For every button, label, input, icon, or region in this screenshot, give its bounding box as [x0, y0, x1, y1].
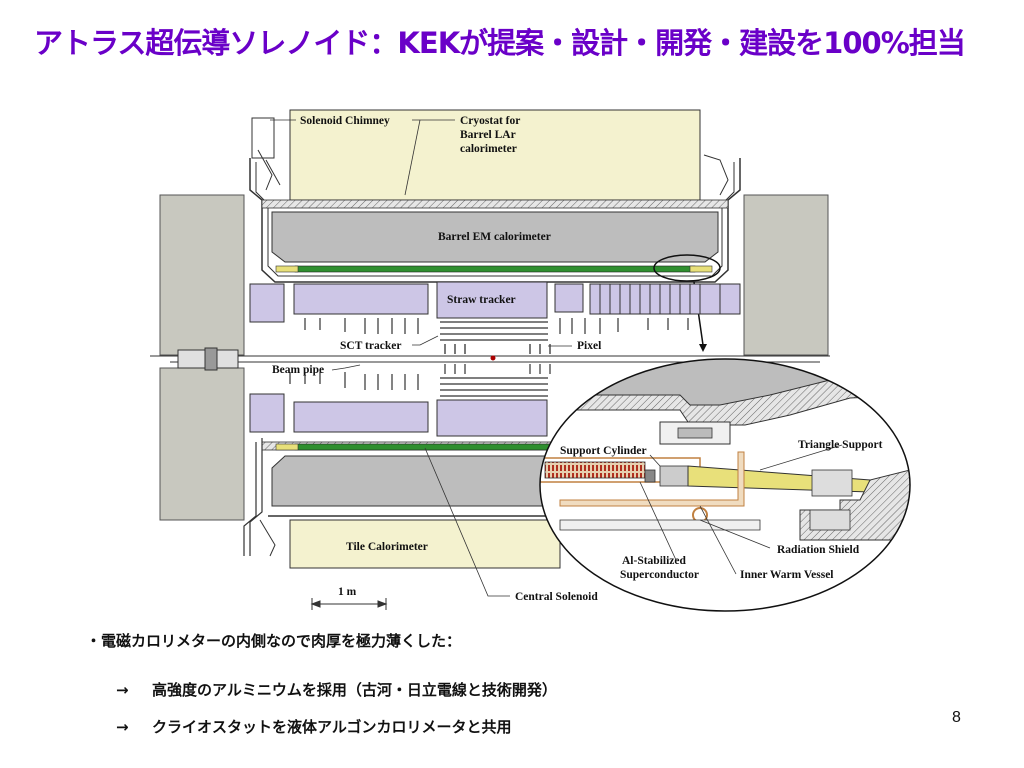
scale-bar — [310, 598, 388, 610]
label-solenoid-chimney: Solenoid Chimney — [300, 115, 390, 127]
label-tile-calorimeter: Tile Calorimeter — [346, 541, 428, 553]
label-straw-tracker: Straw tracker — [447, 294, 516, 306]
zoom-detail-circle — [539, 358, 911, 612]
solenoid-coil-upper — [294, 265, 696, 273]
label-scale: 1 m — [338, 586, 357, 598]
slide-title: アトラス超伝導ソレノイド：KEKが提案・設計・開発・建設を100%担当 — [34, 26, 966, 60]
label-cryostat-2: Barrel LAr — [460, 129, 516, 141]
bullet-sub-1: → 高強度のアルミニウムを採用（古河・日立電線と技術開発） — [116, 679, 557, 700]
arrow-icon: → — [116, 681, 129, 699]
arrow-icon: → — [116, 718, 129, 736]
barrel-em-calorimeter — [271, 211, 719, 263]
label-barrel-em: Barrel EM calorimeter — [438, 231, 551, 243]
bullet-sub-1-text: 高強度のアルミニウムを採用（古河・日立電線と技術開発） — [152, 681, 557, 699]
zoom-highlight-ellipse — [653, 254, 721, 282]
inner-detector-lower — [249, 393, 548, 437]
inner-detector-upper — [249, 281, 741, 323]
endcap-right-upper — [743, 194, 829, 356]
label-beam-pipe: Beam pipe — [272, 364, 324, 376]
label-inner-warm-vessel: Inner Warm Vessel — [740, 569, 834, 581]
label-al-stabilized-2: Superconductor — [620, 569, 699, 581]
label-triangle-support: Triangle Support — [798, 439, 883, 451]
endcap-left-upper — [159, 194, 245, 356]
label-cryostat-1: Cryostat for — [460, 115, 520, 127]
bullet-main: ・電磁カロリメターの内側なので肉厚を極力薄くした： — [86, 632, 462, 650]
bullet-sub-2: → クライオスタットを液体アルゴンカロリメータと共用 — [116, 716, 512, 737]
label-sct-tracker: SCT tracker — [340, 340, 401, 352]
solenoid-chimney — [251, 117, 275, 159]
tile-calorimeter — [289, 519, 561, 569]
label-support-cylinder: Support Cylinder — [560, 445, 647, 457]
endcap-left-lower — [159, 367, 245, 521]
barrel-em-calorimeter-lower — [271, 455, 561, 507]
page-number: 8 — [952, 709, 961, 726]
label-central-solenoid: Central Solenoid — [515, 591, 598, 603]
upper-calorimeter — [289, 109, 701, 201]
bullet-sub-2-text: クライオスタットを液体アルゴンカロリメータと共用 — [152, 718, 512, 736]
label-cryostat-3: calorimeter — [460, 143, 517, 155]
label-radiation-shield: Radiation Shield — [777, 544, 860, 556]
label-pixel: Pixel — [577, 340, 601, 352]
solenoid-coil-lower — [294, 443, 556, 451]
label-al-stabilized-1: Al-Stabilized — [622, 555, 686, 567]
